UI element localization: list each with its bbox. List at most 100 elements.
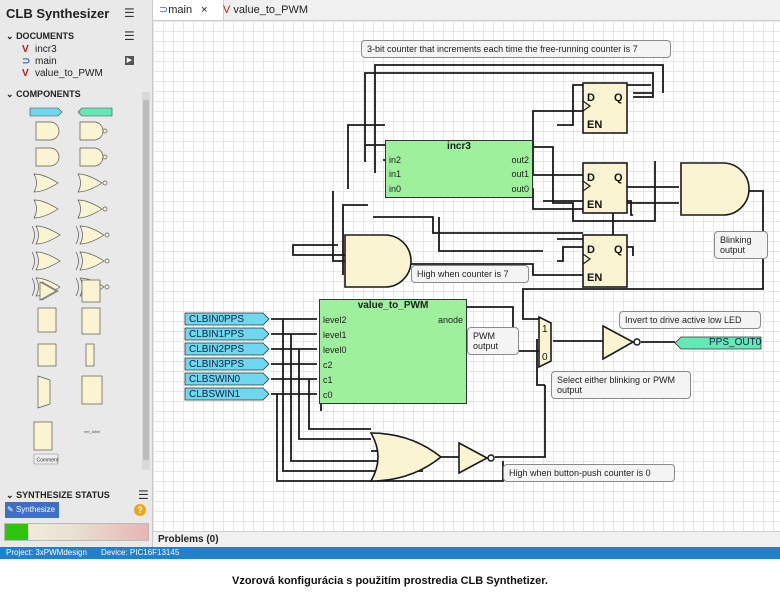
truth-table-tile[interactable] bbox=[33, 421, 53, 451]
xnor2-gate-tile[interactable] bbox=[75, 225, 110, 245]
close-icon[interactable]: × bbox=[201, 4, 208, 16]
input-label[interactable]: CLBSWIN1 bbox=[189, 389, 241, 400]
document-item-main[interactable]: main bbox=[35, 56, 57, 67]
dff-reset-tile[interactable] bbox=[81, 307, 101, 335]
problems-label[interactable]: Problems (0) bbox=[158, 534, 219, 545]
chevron-down-icon: ⌄ bbox=[6, 31, 14, 41]
scrollbar-thumb[interactable] bbox=[143, 100, 149, 460]
tab-value-to-pwm[interactable]: V value_to_PWM × bbox=[217, 0, 325, 36]
not-gate-button bbox=[458, 441, 489, 475]
document-item-value-to-pwm[interactable]: value_to_PWM bbox=[35, 68, 103, 79]
comment-high-when-7[interactable]: High when counter is 7 bbox=[411, 265, 529, 283]
or3-gate-tile[interactable] bbox=[33, 199, 59, 219]
pin-label: c1 bbox=[323, 375, 333, 385]
clbout-output-tile[interactable] bbox=[77, 107, 113, 117]
sidebar: CLB Synthesizer ☰ ⌄ DOCUMENTS ☰ V incr3 … bbox=[0, 0, 153, 547]
tab-bar: ⊃main × V value_to_PWM × bbox=[153, 0, 780, 36]
status-bar: Project: 3xPWMdesign Device: PIC16F13145 bbox=[0, 547, 780, 559]
svg-text:D: D bbox=[587, 244, 595, 256]
input-pin-clbin1pps bbox=[184, 327, 270, 341]
pin-label: level2 bbox=[323, 315, 347, 325]
mux-pin-1: 1 bbox=[542, 324, 548, 335]
problems-panel[interactable]: Problems (0) bbox=[153, 531, 780, 548]
input-label[interactable]: CLBIN1PPS bbox=[189, 329, 245, 340]
nor3-gate-tile[interactable] bbox=[77, 199, 108, 219]
verilog-icon: V bbox=[22, 44, 29, 55]
pin-label: in2 bbox=[389, 155, 402, 165]
svg-text:D: D bbox=[587, 172, 595, 184]
chevron-down-icon: ⌄ bbox=[6, 89, 14, 99]
comment-pwm-output[interactable]: PWM output bbox=[467, 327, 519, 355]
input-label[interactable]: CLBSWIN0 bbox=[189, 374, 241, 385]
clbin-input-tile[interactable] bbox=[29, 107, 63, 117]
and-gate-high7 bbox=[344, 234, 412, 288]
t-flipflop-tile[interactable] bbox=[85, 343, 95, 367]
triangle-buffer-tile[interactable] bbox=[39, 281, 57, 301]
jk-flipflop-tile[interactable] bbox=[37, 343, 57, 367]
status-device: Device: PIC16F13145 bbox=[101, 548, 180, 557]
mux-tile[interactable] bbox=[37, 375, 51, 409]
synthesize-menu-icon[interactable]: ☰ bbox=[138, 488, 149, 502]
svg-text:EN: EN bbox=[587, 199, 602, 211]
svg-text:Q: Q bbox=[614, 172, 623, 184]
documents-section-header[interactable]: ⌄ DOCUMENTS bbox=[6, 31, 75, 41]
chevron-down-icon: ⌄ bbox=[6, 490, 14, 500]
pin-label: in1 bbox=[389, 169, 402, 179]
xor2-gate-tile[interactable] bbox=[31, 225, 61, 245]
documents-menu-icon[interactable]: ☰ bbox=[124, 29, 135, 43]
comment-tile[interactable]: Comment bbox=[33, 453, 59, 465]
nor2-gate-tile[interactable] bbox=[77, 173, 108, 193]
comment-button-counter[interactable]: High when button-push counter is 0 bbox=[503, 464, 675, 482]
svg-text:Comment: Comment bbox=[37, 458, 59, 464]
pin-label: out1 bbox=[511, 169, 529, 179]
svg-text:D: D bbox=[587, 92, 595, 104]
xnor3-gate-tile[interactable] bbox=[75, 251, 110, 271]
verilog-icon: V bbox=[223, 4, 231, 16]
input-label[interactable]: CLBIN2PPS bbox=[189, 344, 245, 355]
warning-icon[interactable]: ? bbox=[134, 504, 146, 516]
comment-invert[interactable]: Invert to drive active low LED bbox=[619, 311, 761, 329]
components-section-header[interactable]: ⌄ COMPONENTS bbox=[6, 89, 81, 99]
pin-label: level1 bbox=[323, 330, 347, 340]
or2-gate-tile[interactable] bbox=[33, 173, 59, 193]
and3-gate-tile[interactable] bbox=[35, 147, 60, 167]
tab-main[interactable]: ⊃main × bbox=[153, 0, 224, 20]
xor3-gate-tile[interactable] bbox=[31, 251, 61, 271]
pin-label: out0 bbox=[511, 184, 529, 194]
output-pin-pps-out0[interactable]: PPS_OUT0 bbox=[709, 337, 762, 348]
pin-label: c2 bbox=[323, 360, 333, 370]
comment-blinking-output[interactable]: Blinking output bbox=[714, 231, 768, 259]
nand2-gate-tile[interactable] bbox=[79, 121, 108, 141]
nand3-gate-tile[interactable] bbox=[79, 147, 108, 167]
component-palette: net_label Comment bbox=[29, 107, 113, 465]
output-pin-svg bbox=[674, 336, 762, 350]
input-pin-clbin3pps bbox=[184, 357, 270, 371]
input-label[interactable]: CLBIN3PPS bbox=[189, 359, 245, 370]
input-pin-clbin0pps bbox=[184, 312, 270, 326]
not-gate-output bbox=[602, 324, 635, 361]
d-flipflop-2 bbox=[582, 162, 628, 214]
play-icon[interactable]: ▶ bbox=[125, 56, 134, 65]
svg-text:EN: EN bbox=[587, 119, 602, 131]
synthesize-button[interactable]: ✎ Synthesize bbox=[5, 502, 59, 518]
net-label-tile[interactable]: net_label bbox=[84, 429, 100, 434]
wand-icon: ✎ bbox=[7, 505, 14, 514]
input-pins bbox=[184, 312, 270, 401]
hamburger-menu-icon[interactable]: ☰ bbox=[124, 6, 135, 20]
comment-counter[interactable]: 3-bit counter that increments each time … bbox=[361, 40, 671, 58]
d-flipflop-tile[interactable] bbox=[81, 279, 101, 303]
block-title: incr3 bbox=[447, 141, 471, 152]
lut-tile[interactable] bbox=[81, 375, 103, 405]
d-flipflop-en-tile[interactable] bbox=[37, 307, 57, 333]
d-flipflop-3 bbox=[582, 234, 628, 288]
document-item-incr3[interactable]: incr3 bbox=[35, 44, 57, 55]
and2-gate-tile[interactable] bbox=[35, 121, 60, 141]
comment-select-output[interactable]: Select either blinking or PWM output bbox=[551, 371, 691, 399]
input-label[interactable]: CLBIN0PPS bbox=[189, 314, 245, 325]
value-to-pwm-block[interactable]: value_to_PWM level2 level1 level0 c2 c1 … bbox=[319, 299, 467, 404]
incr3-block[interactable]: incr3 in2 in1 in0 out2 out1 out0 bbox=[385, 140, 533, 198]
verilog-icon: V bbox=[22, 68, 29, 79]
sidebar-scrollbar[interactable] bbox=[142, 92, 150, 470]
synthesize-status-header[interactable]: ⌄ SYNTHESIZE STATUS bbox=[6, 490, 110, 500]
